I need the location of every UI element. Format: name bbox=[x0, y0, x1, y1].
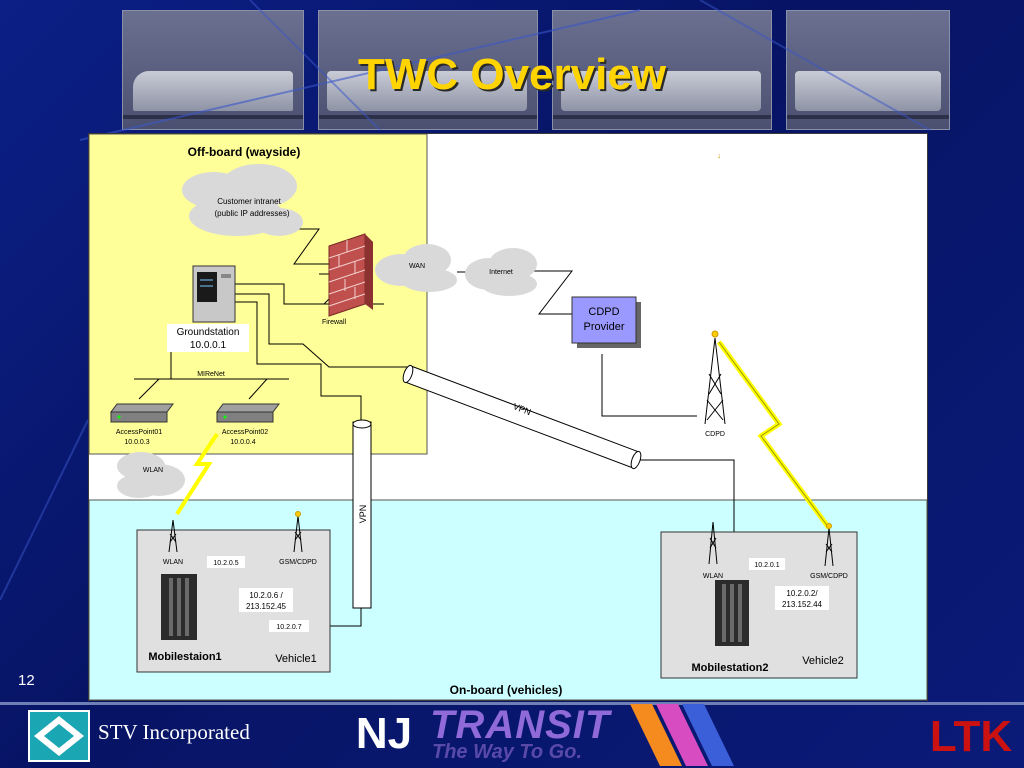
vehicle-1-gsm-label: GSM/CDPD bbox=[279, 559, 317, 566]
company-name: STV Incorporated bbox=[98, 720, 250, 744]
groundstation-label: Groundstation bbox=[177, 327, 240, 338]
page-number: 12 bbox=[18, 672, 35, 689]
access-point-2-ip: 10.0.0.4 bbox=[230, 439, 255, 446]
access-point-1-ip: 10.0.0.3 bbox=[124, 439, 149, 446]
wan-cloud: WAN bbox=[375, 244, 457, 292]
nj-transit-logo: NJ bbox=[352, 704, 752, 768]
cdpd-tower-label: CDPD bbox=[705, 431, 725, 438]
vehicle-1-ip-wlan-box bbox=[207, 556, 245, 568]
firewall-icon: Firewall bbox=[322, 233, 373, 326]
vpn-vertical-label: VPN bbox=[358, 505, 368, 524]
groundstation-ip: 10.0.0.1 bbox=[190, 340, 227, 351]
access-point-2-icon bbox=[216, 403, 280, 423]
nj-transit-words: TRANSIT bbox=[430, 703, 611, 747]
banner-image-middle bbox=[318, 10, 538, 130]
network-diagram: Off-board (wayside) On-board (vehicles) … bbox=[88, 133, 928, 701]
banner-image-right bbox=[786, 10, 950, 130]
banner-image-center bbox=[552, 10, 772, 130]
cdpd-tower-icon bbox=[704, 330, 726, 425]
vehicle-1-ip-wlan: 10.2.0.5 bbox=[213, 560, 238, 567]
groundstation-icon bbox=[192, 265, 236, 323]
vpn-tube-vertical bbox=[352, 419, 372, 609]
internet-cloud: Internet bbox=[465, 248, 537, 296]
onboard-zone-label: On-board (vehicles) bbox=[450, 683, 563, 697]
vehicle-1-ip-gsm-1: 10.2.0.6 / bbox=[249, 591, 283, 600]
access-point-1-icon bbox=[110, 403, 174, 423]
vehicle-1-label: Vehicle1 bbox=[275, 653, 317, 665]
vehicle-2-ip-gsm-2: 213.152.44 bbox=[782, 600, 823, 609]
cdpd-provider-box: CDPD Provider bbox=[571, 296, 641, 348]
customer-intranet-cloud: Customer intranet (public IP addresses) bbox=[182, 164, 303, 236]
vehicle-1-wlan-antenna-icon bbox=[168, 519, 178, 553]
firewall-label: Firewall bbox=[322, 319, 347, 326]
vehicle-2-label: Vehicle2 bbox=[802, 655, 844, 667]
nj-transit-tagline: The Way To Go. bbox=[432, 741, 583, 763]
vehicle-1-ip-gsm-box bbox=[239, 588, 293, 612]
vehicle-2-ip-gsm-box bbox=[775, 586, 829, 610]
access-point-2-label: AccessPoint02 bbox=[222, 429, 268, 436]
mobilestation-2-label: Mobilestation2 bbox=[691, 662, 768, 674]
access-point-1-label: AccessPoint01 bbox=[116, 429, 162, 436]
vpn-tube-horizontal bbox=[402, 364, 642, 470]
svg-text:LTK: LTK bbox=[930, 712, 1012, 759]
wlan-lightning-icon bbox=[175, 432, 219, 516]
svg-text:(public IP addresses): (public IP addresses) bbox=[215, 209, 290, 218]
svg-text:Internet: Internet bbox=[489, 269, 513, 276]
vehicle-2-gsm-label: GSM/CDPD bbox=[810, 573, 848, 580]
mobilestation-1-icon bbox=[161, 574, 197, 640]
footer-divider bbox=[0, 702, 1024, 705]
stv-logo-icon bbox=[28, 710, 90, 762]
vehicle-1-ip-vpn: 10.2.0.7 bbox=[276, 624, 301, 631]
svg-text:WAN: WAN bbox=[409, 263, 425, 270]
vehicle-2-ip-gsm-1: 10.2.0.2/ bbox=[786, 589, 818, 598]
vehicle-2-ip-wlan-box bbox=[749, 558, 785, 570]
svg-text:CDPD: CDPD bbox=[588, 306, 619, 318]
vehicle-1-gsm-antenna-icon bbox=[293, 511, 303, 553]
mirenet-label: MIReNet bbox=[197, 371, 225, 378]
nj-transit-stripes bbox=[630, 704, 734, 766]
svg-text:Provider: Provider bbox=[584, 321, 625, 333]
vehicle-1-ip-vpn-box bbox=[269, 620, 309, 632]
vehicle-2-gsm-antenna-icon bbox=[824, 523, 834, 567]
svg-text:WLAN: WLAN bbox=[143, 467, 163, 474]
mobilestation-2-icon bbox=[715, 580, 749, 646]
vehicle-2-wlan-label: WLAN bbox=[703, 573, 723, 580]
svg-text:Customer intranet: Customer intranet bbox=[217, 197, 281, 206]
mobilestation-1-label: Mobilestaion1 bbox=[148, 651, 221, 663]
vehicle-2-ip-wlan: 10.2.0.1 bbox=[754, 562, 779, 569]
vehicle-2-wlan-antenna-icon bbox=[708, 521, 718, 565]
groundstation-label-box bbox=[167, 324, 249, 352]
ltk-logo: LTK bbox=[930, 712, 1012, 759]
nj-mark: NJ bbox=[355, 709, 413, 758]
wlan-cloud: WLAN bbox=[117, 452, 185, 498]
slide-title: TWC Overview bbox=[357, 50, 667, 99]
cdpd-lightning-outline bbox=[718, 341, 830, 529]
vehicle-1-ip-gsm-2: 213.152.45 bbox=[246, 602, 287, 611]
offboard-zone-label: Off-board (wayside) bbox=[188, 145, 301, 159]
marker-dot: ↓ bbox=[717, 151, 721, 160]
vehicle-1-wlan-label: WLAN bbox=[163, 559, 183, 566]
